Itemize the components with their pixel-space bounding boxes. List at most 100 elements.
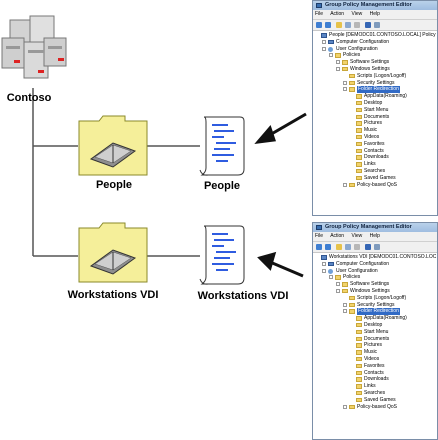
expand-icon[interactable] [322, 39, 326, 44]
collapse-icon[interactable] [336, 288, 340, 293]
tree-item[interactable]: Saved Games [313, 175, 437, 182]
tree-item[interactable]: Computer Configuration [313, 39, 437, 46]
tree-item-label: Pictures [364, 342, 383, 349]
tree-item[interactable]: Scripts (Logon/Logoff) [313, 73, 437, 80]
expand-icon[interactable] [343, 404, 347, 409]
tree-item[interactable]: Favorites [313, 363, 437, 370]
tree-item[interactable]: Downloads [313, 154, 437, 161]
forward-icon[interactable] [325, 244, 331, 250]
tree-item[interactable]: User Configuration [313, 46, 437, 53]
tree-item[interactable]: Desktop [313, 322, 437, 329]
show-hide-tree-icon[interactable] [345, 244, 351, 250]
tree-item[interactable]: Workstations VDI [DEMODC01.CONTOSO.LOC [313, 254, 437, 261]
collapse-icon[interactable] [336, 66, 340, 71]
tree-item[interactable]: Saved Games [313, 397, 437, 404]
security-icon [349, 302, 355, 308]
tree-item[interactable]: Searches [313, 390, 437, 397]
forward-icon[interactable] [325, 22, 331, 28]
script-icon [349, 73, 355, 79]
menu-help[interactable]: Help [369, 233, 380, 239]
tree-item[interactable]: Contacts [313, 370, 437, 377]
collapse-icon[interactable] [329, 53, 333, 58]
policy-icon [321, 255, 327, 260]
tree-item[interactable]: AppData(Roaming) [313, 315, 437, 322]
tree-item[interactable]: Start Menu [313, 107, 437, 114]
tree-item-label: Computer Configuration [336, 38, 390, 45]
tree-item[interactable]: Desktop [313, 100, 437, 107]
tree-item-label: Saved Games [364, 174, 396, 181]
tree-item[interactable]: Folder Redirection [313, 308, 437, 316]
collapse-icon[interactable] [343, 87, 347, 92]
tree-item[interactable]: Folder Redirection [313, 86, 437, 94]
expand-icon[interactable] [343, 80, 347, 85]
tree-item[interactable]: Policy-based QoS [313, 182, 437, 189]
help-icon[interactable] [365, 244, 371, 250]
tree-item[interactable]: Computer Configuration [313, 261, 437, 268]
expand-icon[interactable] [336, 282, 340, 287]
tree-item[interactable]: Documents [313, 114, 437, 121]
back-icon[interactable] [316, 22, 322, 28]
up-folder-icon[interactable] [336, 244, 342, 250]
tree-item[interactable]: Videos [313, 134, 437, 141]
tree-item[interactable]: Contacts [313, 148, 437, 155]
tree-item[interactable]: Windows Settings [313, 288, 437, 295]
tree-item[interactable]: Links [313, 161, 437, 168]
tree-item[interactable]: People [DEMODC01.CONTOSO.LOCAL] Policy [313, 32, 437, 39]
collapse-icon[interactable] [329, 275, 333, 280]
tree-item[interactable]: AppData(Roaming) [313, 93, 437, 100]
tree-item[interactable]: Documents [313, 336, 437, 343]
tree-item[interactable]: User Configuration [313, 268, 437, 275]
tree-item[interactable]: Music [313, 349, 437, 356]
collapse-icon[interactable] [322, 268, 326, 273]
menu-action[interactable]: Action [330, 11, 345, 17]
tree-item[interactable]: Start Menu [313, 329, 437, 336]
tree-item-label: Downloads [364, 154, 389, 161]
tree-item-label: Videos [364, 133, 380, 140]
expand-icon[interactable] [343, 302, 347, 307]
expand-icon[interactable] [343, 182, 347, 187]
tree-item[interactable]: Security Settings [313, 80, 437, 87]
tree-item[interactable]: Music [313, 127, 437, 134]
gpo-app-icon [316, 3, 322, 8]
collapse-icon[interactable] [343, 309, 347, 314]
tree-item[interactable]: Pictures [313, 120, 437, 127]
menu-action[interactable]: Action [330, 233, 345, 239]
tree-item[interactable]: Security Settings [313, 302, 437, 309]
tree-item[interactable]: Links [313, 383, 437, 390]
help-icon[interactable] [365, 22, 371, 28]
menu-help[interactable]: Help [369, 11, 380, 17]
menu-view[interactable]: View [351, 233, 363, 239]
back-icon[interactable] [316, 244, 322, 250]
tree-item[interactable]: Policies [313, 52, 437, 59]
show-hide-tree-icon[interactable] [345, 22, 351, 28]
properties-icon[interactable] [374, 22, 380, 28]
tree-item[interactable]: Policy-based QoS [313, 404, 437, 411]
folder-icon [356, 134, 362, 140]
tree-item[interactable]: Pictures [313, 342, 437, 349]
folder-icon-workstations-vdi [78, 222, 148, 283]
tree-item-label: AppData(Roaming) [364, 93, 407, 100]
export-icon[interactable] [354, 244, 360, 250]
up-folder-icon[interactable] [336, 22, 342, 28]
menu-file[interactable]: File [315, 233, 324, 239]
expand-icon[interactable] [322, 261, 326, 266]
expand-icon[interactable] [336, 60, 340, 65]
tree-item[interactable]: Videos [313, 356, 437, 363]
properties-icon[interactable] [374, 244, 380, 250]
menu-view[interactable]: View [351, 11, 363, 17]
tree-item[interactable]: Downloads [313, 376, 437, 383]
folder-icon [356, 316, 362, 321]
tree-item[interactable]: Software Settings [313, 281, 437, 288]
folder-icon [356, 343, 362, 348]
tree-item[interactable]: Scripts (Logon/Logoff) [313, 295, 437, 302]
tree-item[interactable]: Policies [313, 274, 437, 281]
window-title: Group Policy Management Editor [325, 224, 412, 230]
tree-item[interactable]: Favorites [313, 141, 437, 148]
export-icon[interactable] [354, 22, 360, 28]
tree-item[interactable]: Searches [313, 168, 437, 175]
menu-file[interactable]: File [315, 11, 324, 17]
tree-item[interactable]: Software Settings [313, 59, 437, 66]
tree-item-label: Workstations VDI [DEMODC01.CONTOSO.LOC [329, 254, 437, 260]
collapse-icon[interactable] [322, 46, 326, 51]
tree-item[interactable]: Windows Settings [313, 66, 437, 73]
